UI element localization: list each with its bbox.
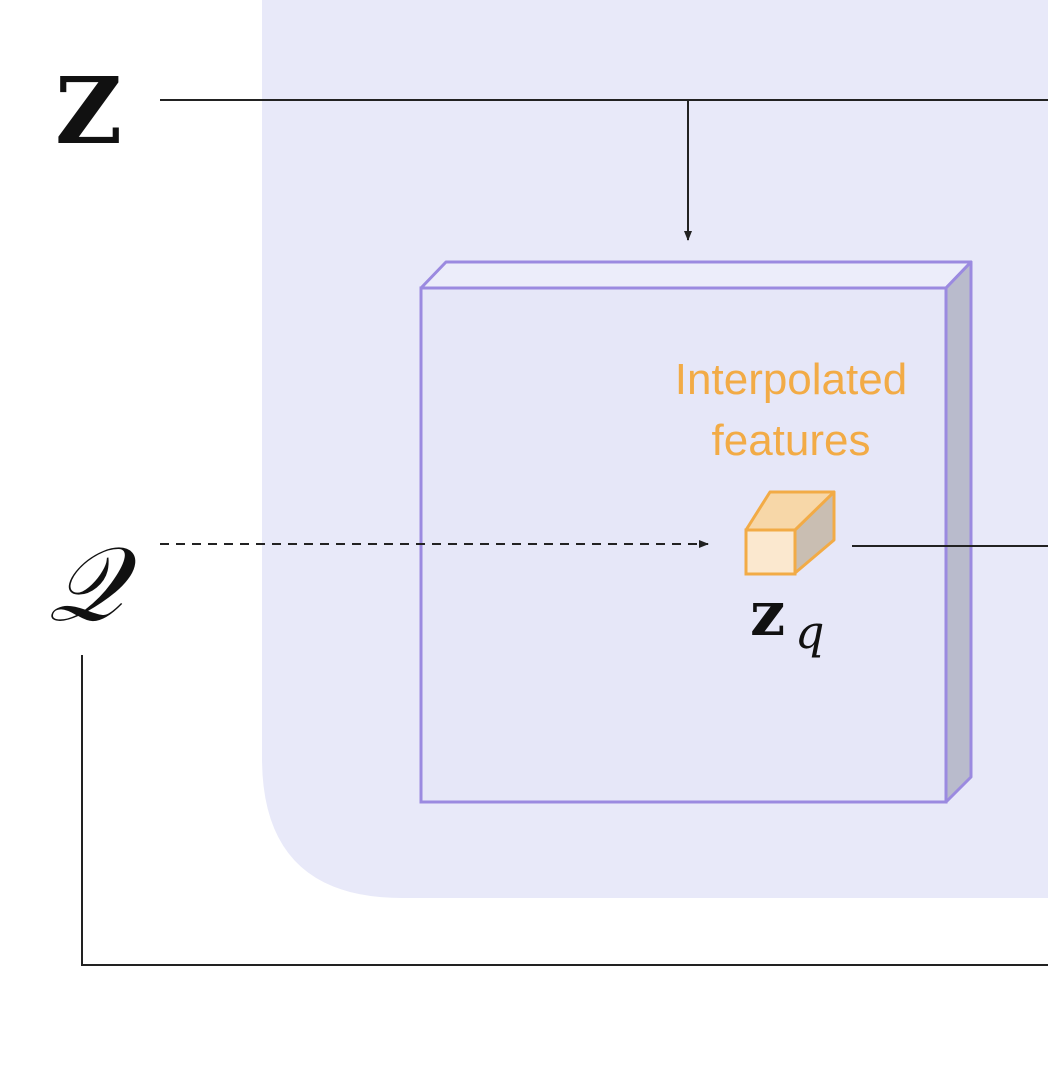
cube-icon — [744, 490, 836, 576]
interpolated-label-line1: Interpolated — [675, 355, 907, 404]
zq-symbol-base: z — [750, 577, 785, 650]
query-bypass-line — [81, 655, 1048, 966]
query-symbol: 𝒬 — [48, 523, 137, 645]
feature-map-top — [419, 260, 973, 290]
interpolated-label-line2: features — [712, 416, 871, 465]
zq-symbol-subscript: q — [795, 605, 824, 659]
z-symbol: Z — [55, 57, 122, 165]
feature-map-side — [944, 260, 973, 804]
